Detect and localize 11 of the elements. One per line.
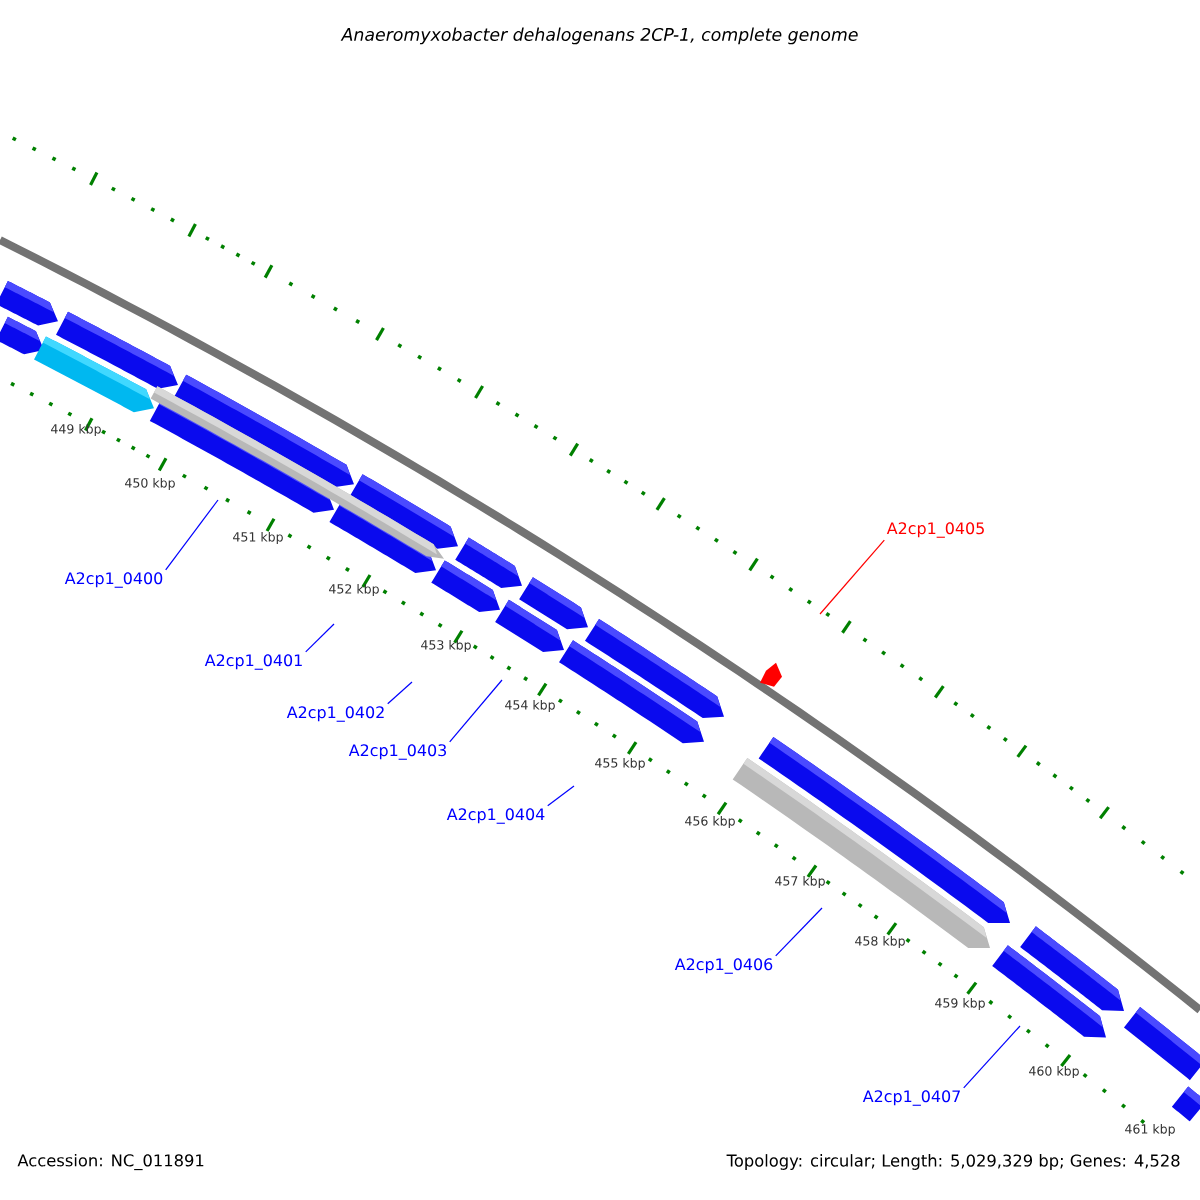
leader-line [547,785,575,807]
footer-text: Topology: circular; Length: 5,029,329 bp; Genes: 4,528 [726,1154,1180,1170]
footer-text: Accession: NC_011891 [17,1153,204,1171]
leader-line [305,623,335,653]
leader-line [449,679,503,743]
leader-line [775,907,823,957]
leader-line [819,539,885,615]
title: Anaeromyxobacter dehalogenans 2CP-1, complete genome [340,27,858,45]
leader-line [387,681,413,705]
leader-line [963,1025,1021,1089]
leader-line [165,499,219,571]
